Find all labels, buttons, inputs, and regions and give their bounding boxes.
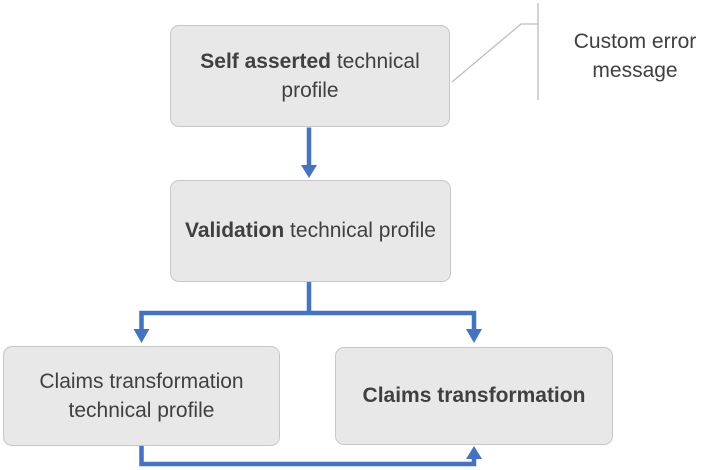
node-label: Validation technical profile <box>185 216 436 245</box>
node-claims-transformation: Claims transformation <box>335 347 613 445</box>
node-label: Self asserted technical profile <box>185 47 435 106</box>
node-validation-technical-profile: Validation technical profile <box>170 180 451 282</box>
arrow-self-asserted-to-validation <box>301 127 317 178</box>
node-claims-transformation-technical-profile: Claims transformation technical profile <box>3 346 280 446</box>
node-label-bold: Self asserted <box>200 49 332 73</box>
node-self-asserted-technical-profile: Self asserted technical profile <box>170 25 450 127</box>
node-label-bold: Claims transformation <box>362 384 586 408</box>
callout-connector-line <box>451 3 539 100</box>
node-label-rest: technical profile <box>284 219 436 243</box>
callout-text: Custom error message <box>573 30 697 83</box>
connector-validation-to-children <box>133 281 482 343</box>
node-label: Claims transformation <box>363 381 586 410</box>
arrow-claims-tp-to-claims-transformation <box>139 445 482 467</box>
node-label: Claims transformation technical profile <box>39 369 244 422</box>
node-label-bold: Validation <box>185 219 285 243</box>
node-label-rest: technical profile <box>281 49 420 102</box>
